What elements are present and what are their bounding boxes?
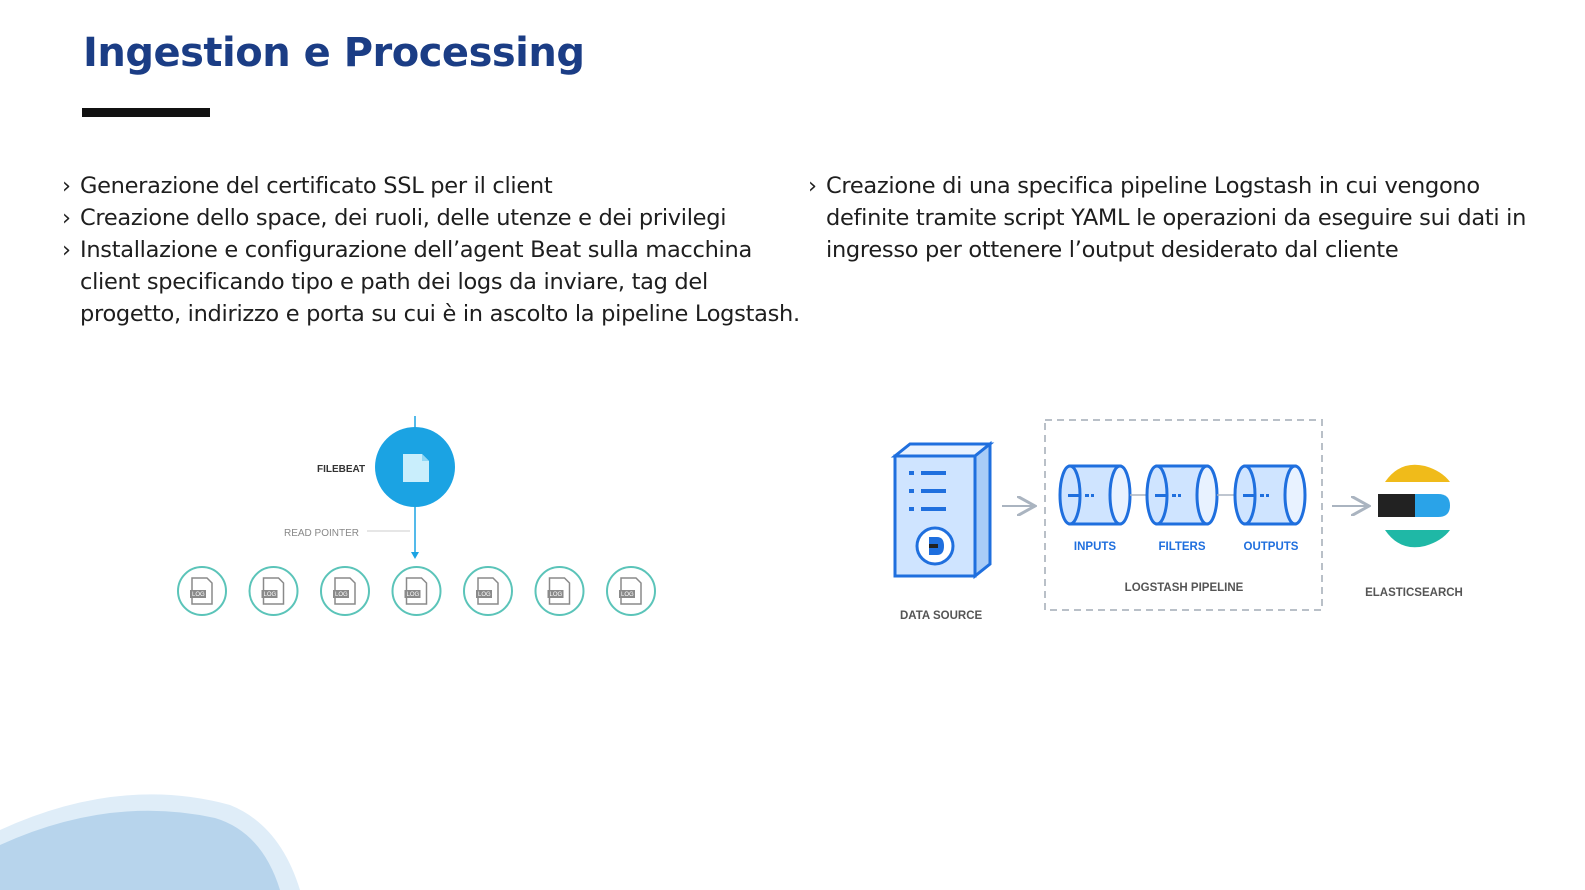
log-file-icon: LOG	[391, 566, 442, 616]
file-icon	[403, 454, 429, 482]
title-underline	[82, 108, 210, 117]
log-icon-text: LOG	[407, 592, 420, 598]
log-files-row: LOG LOG LOG LOG LOG LOG LOG	[177, 566, 656, 616]
right-bullet-list: Creazione di una specifica pipeline Logs…	[808, 170, 1568, 266]
log-icon-text: LOG	[192, 592, 205, 598]
arrow-head	[411, 552, 419, 559]
slide-title: Ingestion e Processing	[83, 30, 585, 76]
stage-inputs	[1058, 464, 1132, 526]
log-file-icon: LOG	[534, 566, 585, 616]
bullet-item: Installazione e configurazione dell’agen…	[62, 234, 802, 330]
filebeat-label: FILEBEAT	[317, 464, 365, 475]
elasticsearch-label: ELASTICSEARCH	[1365, 587, 1463, 599]
logstash-diagram: DATA SOURCE INPUTS FILTERS OUTPUTS LOGST…	[890, 419, 1463, 622]
log-file-icon: LOG	[177, 566, 227, 616]
log-file-icon: LOG	[463, 566, 513, 616]
read-pointer-label: READ POINTER	[284, 528, 359, 539]
log-icon-text: LOG	[621, 592, 634, 598]
log-file-icon: LOG	[606, 566, 656, 616]
elasticsearch-logo-icon	[1378, 464, 1450, 548]
stage-label-filters: FILTERS	[1158, 541, 1205, 553]
log-icon-text: LOG	[550, 592, 563, 598]
pipeline-label: LOGSTASH PIPELINE	[1125, 582, 1244, 594]
stage-label-inputs: INPUTS	[1074, 541, 1117, 553]
stage-label-outputs: OUTPUTS	[1244, 541, 1299, 553]
stage-filters	[1145, 464, 1219, 526]
log-icon-text: LOG	[264, 592, 277, 598]
log-file-icon: LOG	[248, 566, 299, 616]
left-bullet-list: Generazione del certificato SSL per il c…	[62, 170, 802, 330]
pipeline-box	[1044, 419, 1323, 611]
bullet-item: Creazione dello space, dei ruoli, delle …	[62, 202, 802, 234]
bullet-item: Creazione di una specifica pipeline Logs…	[808, 170, 1568, 266]
decorative-wave	[0, 794, 300, 890]
data-source-icon	[890, 440, 995, 580]
bullet-item: Generazione del certificato SSL per il c…	[62, 170, 802, 202]
log-icon-text: LOG	[335, 592, 348, 598]
stage-outputs	[1233, 464, 1307, 526]
log-icon-text: LOG	[478, 592, 491, 598]
data-source-label: DATA SOURCE	[900, 610, 983, 622]
log-file-icon: LOG	[320, 566, 370, 616]
